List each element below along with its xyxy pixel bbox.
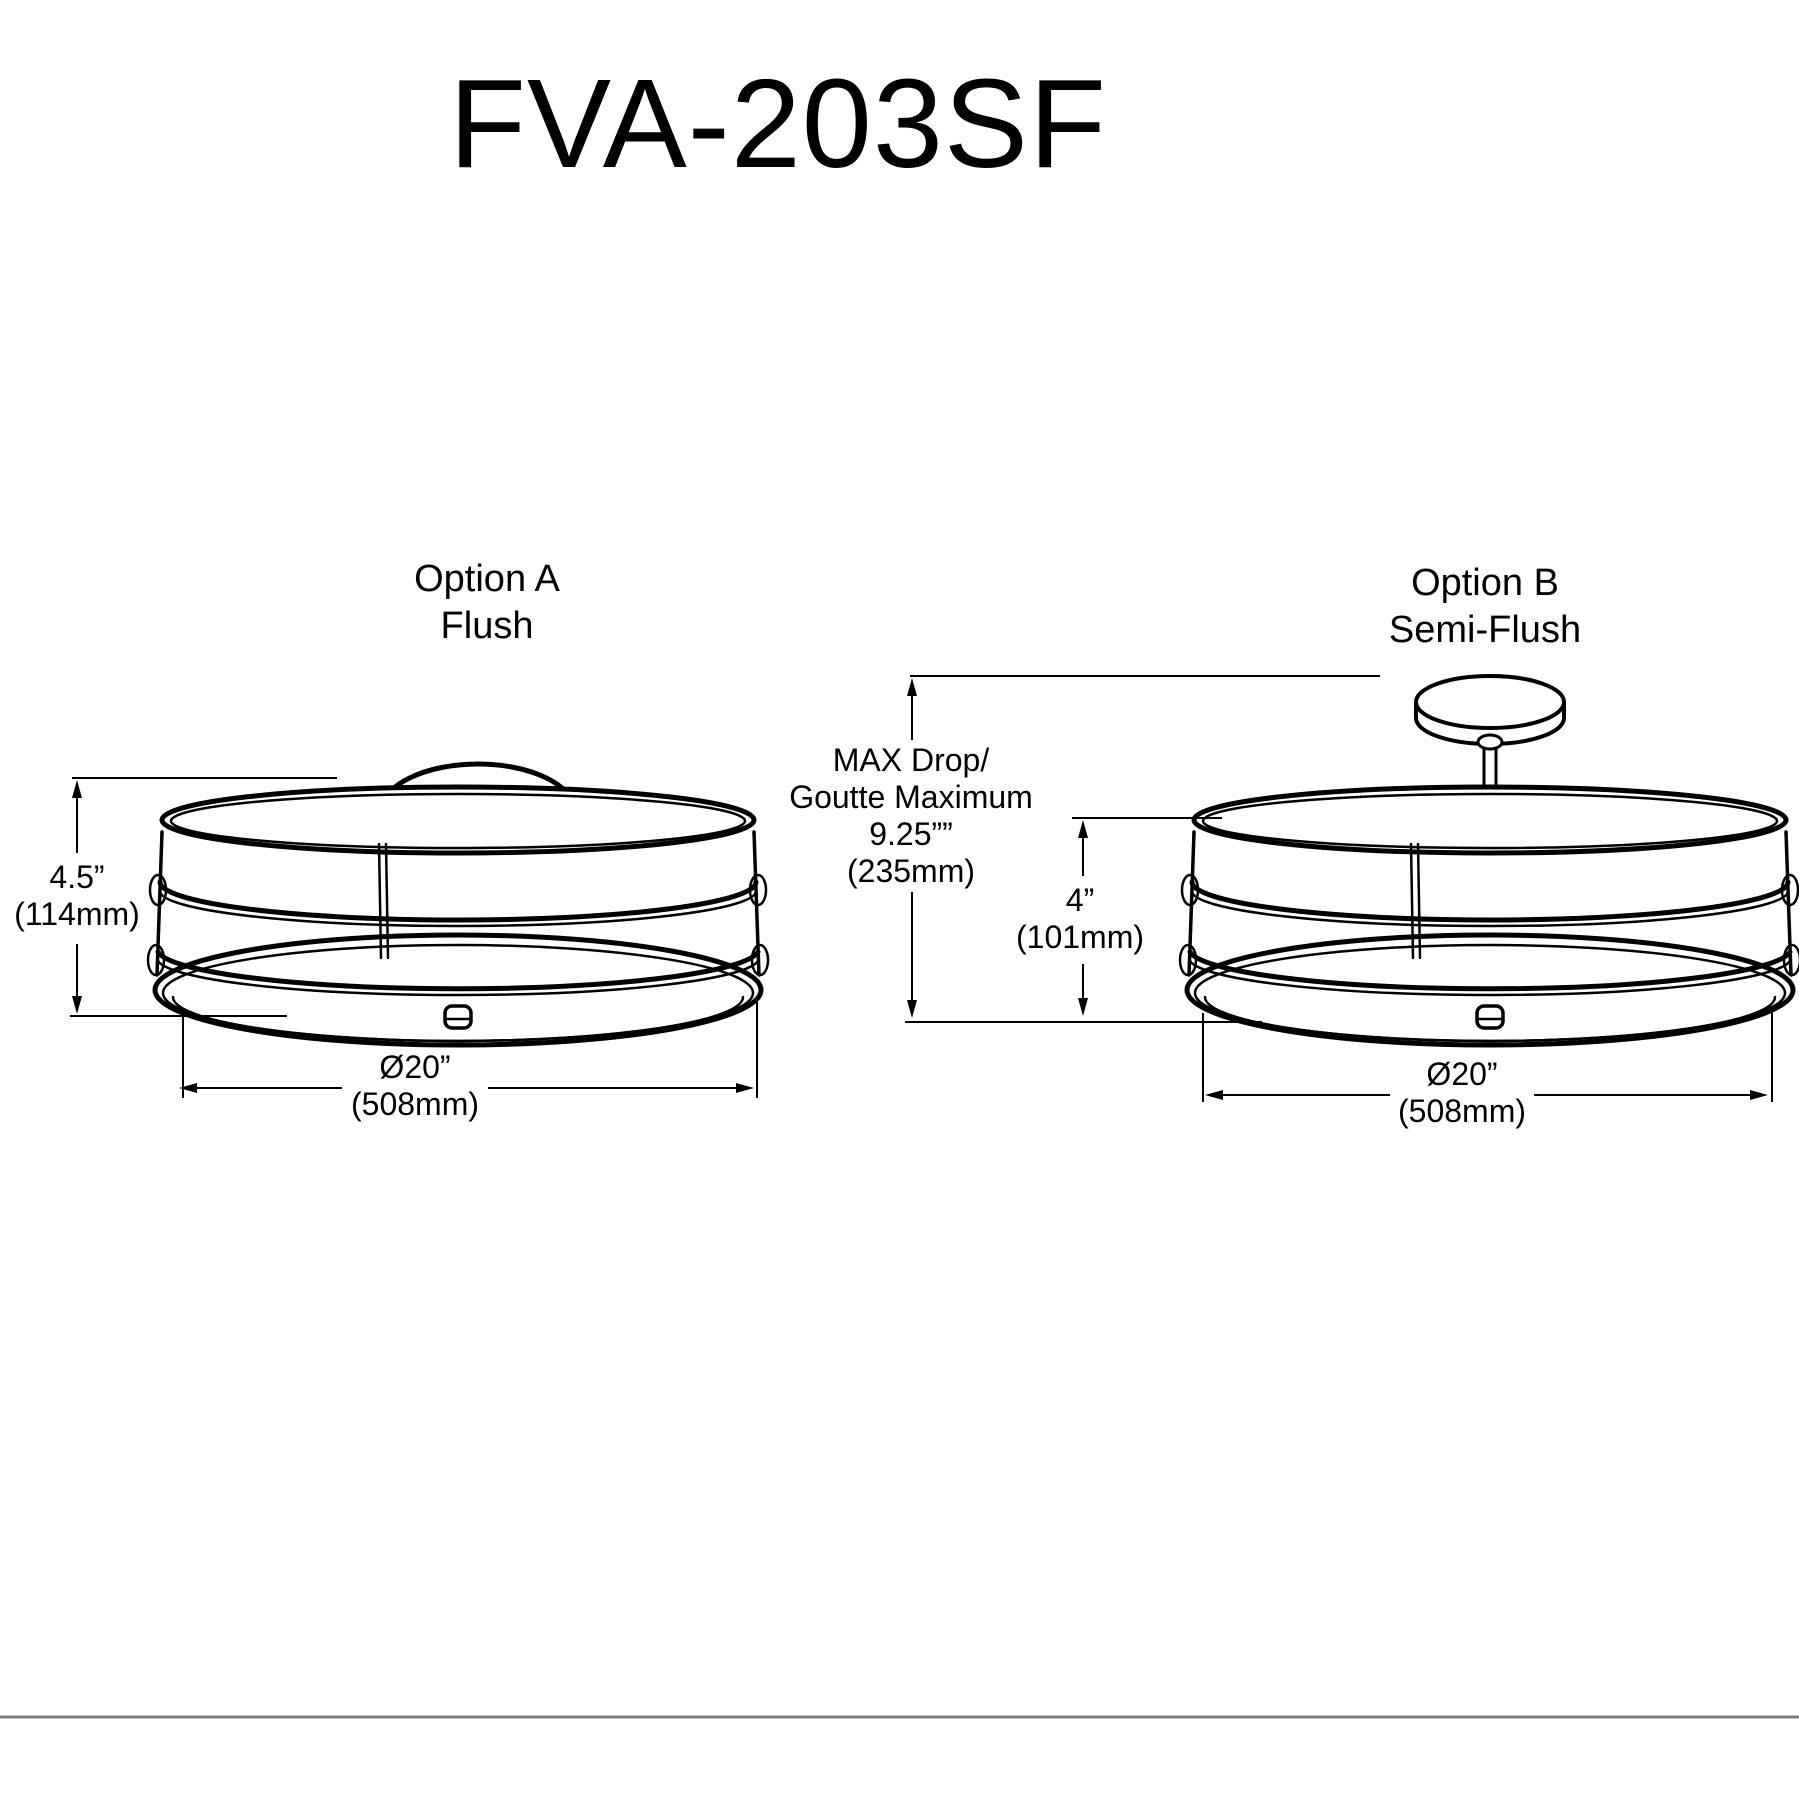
option-b-diameter-inches: Ø20” — [1426, 1056, 1498, 1092]
arrowhead-up — [72, 780, 82, 798]
option-a-name: Option A — [414, 558, 560, 600]
option-b-height-inches: 4” — [1065, 882, 1095, 918]
option-b-label: Option B Semi-Flush — [1389, 560, 1581, 654]
arrowhead-left — [179, 1083, 197, 1093]
arrowhead-down — [1078, 998, 1088, 1016]
arrowhead-down — [72, 996, 82, 1014]
option-b-diameter-mm: (508mm) — [1397, 1093, 1527, 1129]
stem-collar — [1476, 733, 1504, 751]
arrowhead-left — [1205, 1090, 1223, 1100]
option-b-height-label: 4” (101mm) — [1016, 882, 1144, 956]
product-code: FVA-203SF — [449, 53, 1107, 194]
option-a-dimensions — [70, 777, 758, 1098]
option-b-mount-type: Semi-Flush — [1388, 609, 1582, 651]
option-a-height-label: 4.5” (114mm) — [14, 859, 140, 933]
max-drop-line1: MAX Drop/ — [832, 742, 990, 778]
option-b-diameter-label: Ø20” (508mm) — [1398, 1056, 1526, 1130]
arrowhead-down — [907, 1000, 917, 1018]
max-drop-line2: Goutte Maximum — [789, 779, 1033, 815]
arrowhead-up — [907, 678, 917, 696]
arrowhead-up — [1078, 820, 1088, 838]
option-a-diameter-label: Ø20” (508mm) — [351, 1049, 479, 1123]
drum-shade — [1180, 787, 1799, 1045]
drum-shade — [148, 787, 768, 1045]
option-b-fixture-drawing — [1180, 674, 1799, 1045]
canopy-disc — [1414, 674, 1566, 730]
option-a-height-inches: 4.5” — [49, 859, 105, 895]
option-b-height-mm: (101mm) — [1015, 919, 1145, 955]
product-code-title: FVA-203SF — [449, 52, 1107, 197]
max-drop-line3: 9.25”” — [869, 816, 953, 852]
option-a-diameter-mm: (508mm) — [350, 1086, 480, 1122]
option-b-max-drop-label: MAX Drop/ Goutte Maximum 9.25”” (235mm) — [789, 742, 1033, 890]
arrowhead-right — [736, 1083, 754, 1093]
option-a-mount-type: Flush — [440, 605, 534, 647]
option-a-label: Option A Flush — [414, 556, 560, 650]
option-b-dimensions — [905, 675, 1773, 1102]
option-a-diameter-inches: Ø20” — [379, 1049, 451, 1085]
option-b-name: Option B — [1411, 562, 1559, 604]
option-a-height-mm: (114mm) — [14, 896, 140, 932]
max-drop-line4: (235mm) — [846, 853, 975, 889]
option-a-fixture-drawing — [148, 761, 768, 1045]
arrowhead-right — [1750, 1090, 1768, 1100]
